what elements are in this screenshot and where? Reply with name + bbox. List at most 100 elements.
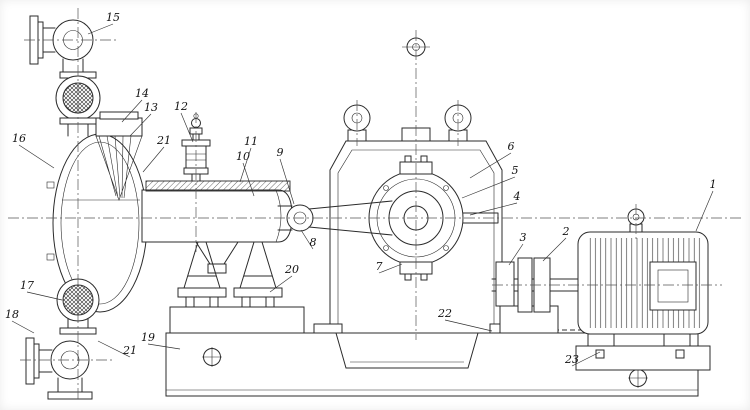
inlet-pipe-lower: [67, 123, 89, 137]
callout-label-12: 12: [174, 100, 188, 113]
callout-leader-15: [87, 23, 114, 35]
callout-leader-20: [269, 275, 293, 293]
funnel-outlet: [207, 263, 227, 274]
chamber-cap-hatched: [95, 117, 143, 137]
inlet-neck: [42, 27, 56, 53]
callout-leader-6: [469, 152, 512, 179]
right-foot-bolt-1: [241, 296, 251, 308]
top-flange-bolt-1: [404, 155, 412, 163]
callout-leader-21: [142, 146, 165, 173]
left-foot-bolt-2: [209, 296, 219, 308]
outlet-down-pipe: [57, 377, 83, 393]
callout-label-8: 8: [310, 236, 317, 249]
callout-leader-7: [378, 263, 403, 274]
callout-leader-23: [571, 351, 601, 367]
callout-label-6: 6: [508, 140, 515, 153]
callout-leader-13: [129, 113, 152, 137]
outlet-elbow-neck: [38, 349, 53, 373]
callout-leader-2: [542, 237, 567, 262]
rod-clevis: [277, 205, 293, 231]
callout-label-3: 3: [520, 231, 527, 244]
outlet-pipe-assembly: [25, 311, 97, 400]
callout-label-23: 23: [564, 353, 579, 366]
callout-label-17: 17: [20, 279, 34, 292]
callout-label-9: 9: [277, 146, 284, 159]
callout-label-21: 21: [156, 134, 171, 147]
callout-label-20: 20: [284, 263, 299, 276]
hole-crosshair-right: [628, 368, 648, 388]
diaphragm-stack: [95, 135, 143, 201]
right-foot-bolt-2: [265, 296, 275, 308]
sub-base-bolt-right: [675, 349, 685, 359]
valve-neck: [192, 133, 200, 141]
callout-leader-17: [26, 291, 63, 301]
callout-label-15: 15: [106, 11, 120, 24]
valve-stem: [191, 173, 201, 182]
shaft-coupling: [491, 257, 581, 334]
diaphragm-chamber: [46, 111, 148, 322]
inlet-pipe-assembly: [29, 15, 101, 137]
callout-label-21: 21: [122, 344, 137, 357]
chamber-cap-plate: [99, 111, 139, 120]
ring-bolt-se: [443, 245, 449, 251]
callout-label-5: 5: [512, 164, 519, 177]
callout-leader-4: [469, 202, 518, 216]
chamber-shell-inner: [60, 141, 140, 305]
centerlines: [8, 8, 742, 402]
callout-leader-5: [461, 176, 516, 199]
callout-leader-16: [18, 144, 55, 169]
callout-leader-19: [147, 343, 181, 350]
bottom-flange-bolt-1: [404, 273, 412, 281]
vessel-funnel: [195, 241, 239, 265]
ring-bolt-sw: [383, 245, 389, 251]
callout-leader-21: [97, 340, 131, 358]
sub-base-bolt-left: [595, 349, 605, 359]
rod-shank: [308, 200, 393, 236]
callout-label-19: 19: [141, 331, 155, 344]
callout-leader-8: [300, 229, 314, 250]
callout-leader-1: [695, 190, 714, 232]
terminal-box-cover: [657, 269, 689, 303]
callout-leader-11: [239, 147, 252, 183]
callout-label-16: 16: [12, 132, 26, 145]
housing-foot-left: [313, 323, 343, 334]
callout-leader-9: [279, 158, 295, 205]
ring-bolt-ne: [443, 185, 449, 191]
callout-leader-14: [121, 99, 143, 123]
hole-crosshair-left: [202, 347, 222, 367]
inlet-pipe-walls: [62, 58, 84, 73]
right-a-frame-leg: [239, 241, 277, 289]
callout-leader-10: [242, 162, 255, 197]
top-flange-bolt-2: [420, 155, 428, 163]
vessel-end-cap-line: [275, 189, 282, 243]
bottom-flange-bolt-2: [420, 273, 428, 281]
callout-label-22: 22: [437, 307, 452, 320]
callout-label-18: 18: [5, 308, 19, 321]
callout-leader-3: [508, 243, 524, 266]
callout-label-2: 2: [562, 225, 570, 238]
callout-label-10: 10: [236, 150, 250, 163]
left-foot: [177, 287, 227, 298]
motor-foot-right: [663, 333, 691, 347]
outlet-elbow-flange-inner: [33, 343, 40, 379]
callout-label-1: 1: [710, 178, 717, 191]
vessel-pedestal: [169, 306, 305, 334]
vessel-corrugated-band: [145, 180, 291, 192]
callout-label-4: 4: [513, 190, 521, 203]
callout-label-7: 7: [376, 260, 383, 273]
callout-label-13: 13: [144, 101, 158, 114]
ring-bolt-nw: [383, 185, 389, 191]
callout-label-11: 11: [244, 135, 258, 148]
air-vessel-assembly: [141, 180, 305, 334]
housing-saddle: [335, 332, 479, 369]
callout-label-14: 14: [135, 87, 149, 100]
motor-foot-left: [587, 333, 615, 347]
outlet-bottom-flange: [47, 391, 93, 400]
callout-leader-22: [444, 319, 493, 332]
bearing-block: [495, 261, 515, 307]
vessel-body: [141, 189, 293, 243]
left-foot-bolt-1: [185, 296, 195, 308]
callout-leader-12: [180, 112, 194, 143]
